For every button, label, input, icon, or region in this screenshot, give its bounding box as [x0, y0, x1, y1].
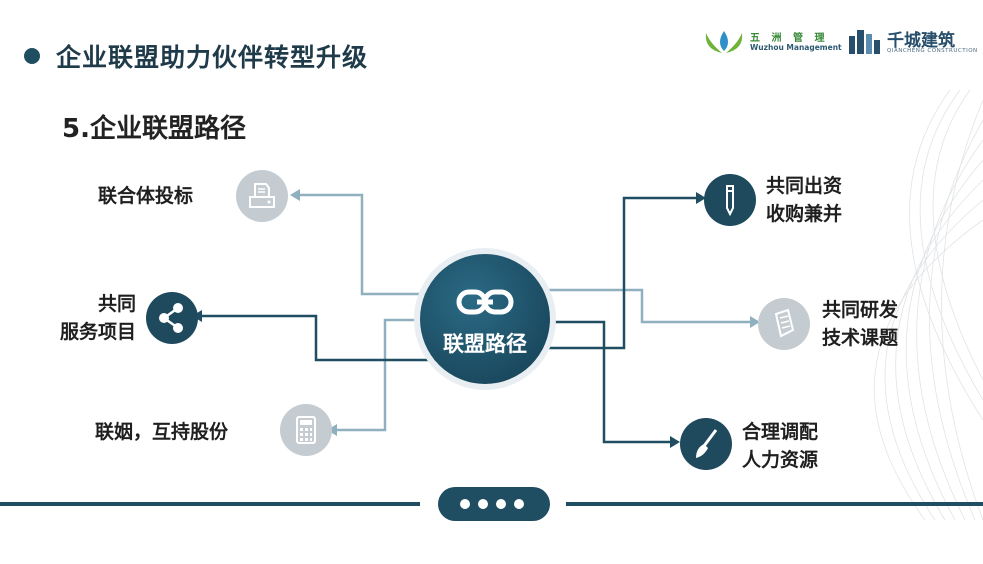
- building-icon: [849, 30, 880, 54]
- document-icon: [774, 308, 795, 338]
- leaf-drop-icon: [705, 31, 743, 53]
- footer-line-right: [566, 502, 983, 506]
- printer-icon: [249, 183, 275, 208]
- node-joint-bidding: [236, 170, 288, 222]
- indicator-dot: [478, 499, 488, 509]
- label-equity: 联姻，互持股份: [95, 421, 229, 443]
- node-equity: [280, 404, 332, 456]
- wuzhou-logo-cn: 五 洲 管 理: [750, 33, 829, 44]
- indicator-dot: [460, 499, 470, 509]
- label-joint-research-line1: 共同研发: [822, 299, 899, 321]
- label-joint-research-line2: 技术课题: [822, 327, 899, 349]
- page-indicator: [438, 487, 550, 521]
- share-icon: [159, 303, 183, 333]
- label-shared-service: 共同 服务项目: [40, 290, 136, 346]
- title-bullet: [24, 48, 40, 64]
- pen-icon: [726, 185, 734, 217]
- indicator-dot: [514, 499, 524, 509]
- label-joint-investment-line1: 共同出资: [766, 175, 843, 197]
- node-shared-service: [146, 292, 198, 344]
- page-title: 企业联盟助力伙伴转型升级: [56, 43, 369, 72]
- label-shared-service-line2: 服务项目: [59, 321, 136, 343]
- label-joint-bidding: 联合体投标: [98, 185, 194, 207]
- label-joint-investment: 共同出资 收购兼并: [766, 172, 842, 228]
- qiancheng-logo-cn: 千城建筑: [887, 31, 955, 51]
- indicator-dot: [496, 499, 506, 509]
- label-human-resources-line2: 人力资源: [742, 449, 819, 471]
- label-joint-research: 共同研发 技术课题: [822, 296, 898, 352]
- node-joint-research: [758, 298, 810, 350]
- section-subtitle: 5.企业联盟路径: [62, 114, 246, 144]
- node-joint-investment: [704, 174, 756, 226]
- link-icon: [456, 289, 514, 315]
- label-human-resources-line1: 合理调配: [742, 421, 819, 443]
- brush-icon: [696, 429, 718, 458]
- label-joint-investment-line2: 收购兼并: [766, 203, 843, 225]
- qiancheng-logo-en: QIANCHENG CONSTRUCTION: [887, 48, 978, 54]
- footer-line-left: [0, 502, 420, 506]
- center-label: 联盟路径: [443, 332, 527, 356]
- qiancheng-logo: 千城建筑 QIANCHENG CONSTRUCTION: [847, 24, 977, 60]
- label-human-resources: 合理调配 人力资源: [742, 418, 818, 474]
- node-human-resources: [680, 418, 732, 470]
- label-shared-service-line1: 共同: [97, 293, 136, 315]
- wuzhou-logo-en: Wuzhou Management: [750, 43, 842, 52]
- calculator-icon: [296, 416, 316, 444]
- center-hub: 联盟路径: [420, 254, 550, 384]
- wuzhou-logo: 五 洲 管 理 Wuzhou Management: [702, 25, 842, 61]
